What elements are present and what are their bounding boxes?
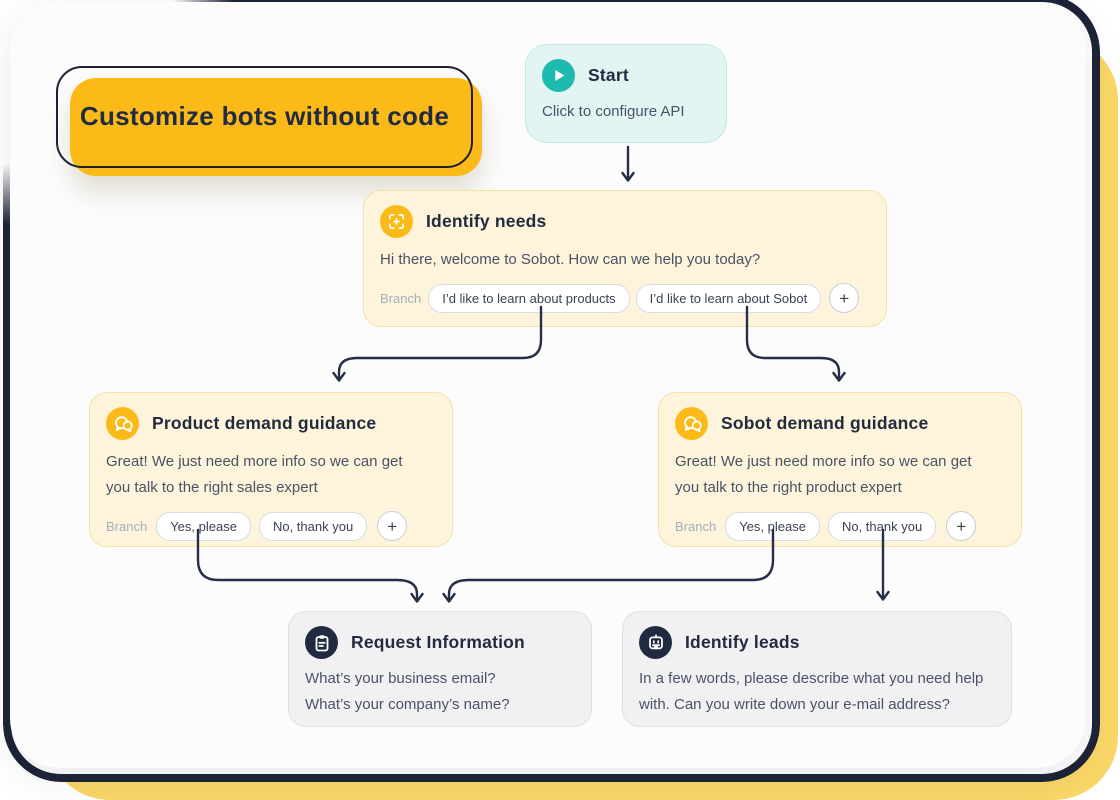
branch-option-sobot[interactable]: I’d like to learn about Sobot	[635, 283, 822, 313]
branch-label: Branch	[380, 290, 422, 306]
headline-badge-outline	[56, 66, 473, 168]
branch-label: Branch	[106, 518, 148, 534]
scan-icon	[380, 205, 413, 238]
node-start[interactable]: Start Click to configure API	[525, 44, 727, 143]
identify-leads-title: Identify leads	[685, 632, 800, 652]
branch-option-no[interactable]: No, thank you	[258, 511, 368, 541]
branch-option-no[interactable]: No, thank you	[827, 511, 937, 541]
branch-option-products[interactable]: I’d like to learn about products	[428, 283, 630, 313]
headline-badge-fill	[70, 78, 482, 176]
identify-leads-line-2: with. Can you write down your e-mail add…	[639, 696, 950, 713]
headline-badge-label: Customize bots without code	[79, 100, 450, 131]
request-information-line-2: What’s your company’s name?	[305, 696, 510, 713]
product-demand-message-1: Great! We just need more info so we can …	[106, 453, 403, 470]
add-branch-button[interactable]: +	[946, 511, 977, 541]
node-identify-needs[interactable]: Identify needs Hi there, welcome to Sobo…	[363, 190, 887, 327]
chat-bubbles-icon	[675, 407, 708, 440]
product-demand-title: Product demand guidance	[152, 413, 377, 433]
node-product-demand-guidance[interactable]: Product demand guidance Great! We just n…	[89, 392, 453, 547]
request-information-title: Request Information	[351, 632, 525, 652]
play-icon	[542, 59, 575, 92]
branch-label: Branch	[675, 518, 717, 534]
start-subtitle[interactable]: Click to configure API	[542, 103, 685, 120]
node-request-information[interactable]: Request Information What’s your business…	[288, 611, 592, 727]
product-demand-message-2: you talk to the right sales expert	[106, 479, 318, 496]
node-identify-leads[interactable]: Identify leads In a few words, please de…	[622, 611, 1012, 727]
sobot-demand-message-1: Great! We just need more info so we can …	[675, 453, 972, 470]
add-branch-button[interactable]: +	[829, 283, 860, 313]
sobot-demand-title: Sobot demand guidance	[721, 413, 929, 433]
request-information-line-1: What’s your business email?	[305, 670, 496, 687]
clipboard-icon	[305, 626, 338, 659]
start-title: Start	[588, 65, 629, 85]
identify-leads-line-1: In a few words, please describe what you…	[639, 670, 984, 687]
add-branch-button[interactable]: +	[377, 511, 408, 541]
branch-option-yes[interactable]: Yes, please	[725, 511, 820, 541]
branch-option-yes[interactable]: Yes, please	[156, 511, 251, 541]
identify-needs-message: Hi there, welcome to Sobot. How can we h…	[380, 251, 761, 268]
sobot-demand-message-2: you talk to the right product expert	[675, 479, 902, 496]
node-sobot-demand-guidance[interactable]: Sobot demand guidance Great! We just nee…	[658, 392, 1022, 547]
chat-bubbles-icon	[106, 407, 139, 440]
identify-needs-title: Identify needs	[426, 211, 547, 231]
robot-icon	[639, 626, 672, 659]
